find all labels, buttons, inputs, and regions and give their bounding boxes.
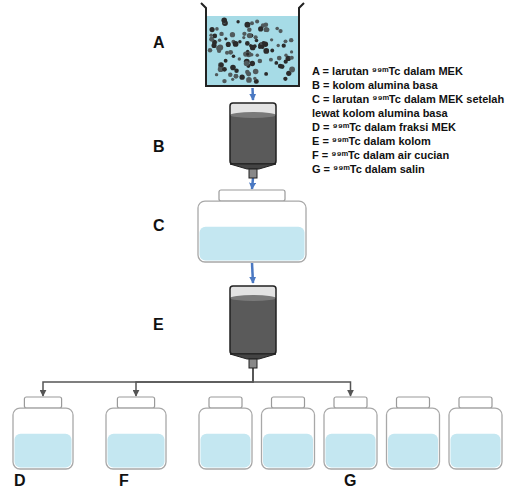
vial: D (12, 396, 74, 470)
part-letter: F (119, 472, 129, 490)
key-note: A = larutan ⁹⁹ᵐTc dalam MEK (312, 64, 508, 78)
vial-drawing (449, 397, 502, 469)
bottle-shape (197, 189, 307, 263)
flow-arrow (252, 263, 253, 283)
vial-drawing (198, 190, 306, 262)
vial-drawing (324, 397, 377, 469)
alumina-bed (230, 115, 276, 164)
column-tip (249, 359, 257, 368)
flow-arrow (252, 178, 253, 189)
vial-group: G (198, 396, 503, 470)
key-note: E = ⁹⁹ᵐTc dalam kolom (312, 134, 508, 148)
key-note: F = ⁹⁹ᵐTc dalam air cucian (312, 148, 508, 162)
resin-particles (208, 17, 295, 83)
part-letter: A (153, 34, 165, 52)
column-outline (230, 103, 276, 164)
part-letter: D (14, 472, 26, 490)
vial-drawing (13, 397, 73, 469)
flow-arrow (136, 368, 253, 396)
bottles5-shape (198, 396, 503, 470)
part-letter: B (153, 138, 165, 156)
solution (207, 16, 298, 85)
flow-arrow (253, 368, 351, 396)
alumina-bed (230, 298, 276, 354)
bottle-shape (12, 396, 74, 470)
key-note: B = kolom alumina basa (312, 78, 508, 92)
key-note: D = ⁹⁹ᵐTc dalam fraksi MEK (312, 120, 508, 134)
bottle-shape (105, 396, 167, 470)
flow-arrow (251, 88, 254, 100)
column-outline (230, 286, 276, 354)
part-letter: G (344, 472, 356, 490)
column-tip (249, 169, 257, 178)
beaker-outline (201, 3, 304, 86)
key-note: G = ⁹⁹ᵐTc dalam salin (312, 162, 508, 176)
beaker: A (200, 2, 305, 88)
column-shape (222, 100, 284, 178)
vial-drawing (387, 397, 440, 469)
part-letter: C (153, 217, 165, 235)
vial: C (197, 189, 307, 263)
beaker-shape (200, 2, 305, 88)
vial-drawing (106, 397, 166, 469)
vial: F (105, 396, 167, 470)
flow-arrow (43, 368, 253, 396)
alumina-column: E (222, 283, 284, 368)
key-note: C = larutan ⁹⁹ᵐTc dalam MEK setelah lewa… (312, 92, 508, 120)
column-shape (222, 283, 284, 368)
vial-drawing (199, 397, 252, 469)
legend-notes: A = larutan ⁹⁹ᵐTc dalam MEKB = kolom alu… (312, 64, 508, 176)
vial-drawing (262, 397, 315, 469)
part-letter: E (153, 316, 164, 334)
alumina-column: B (222, 100, 284, 178)
